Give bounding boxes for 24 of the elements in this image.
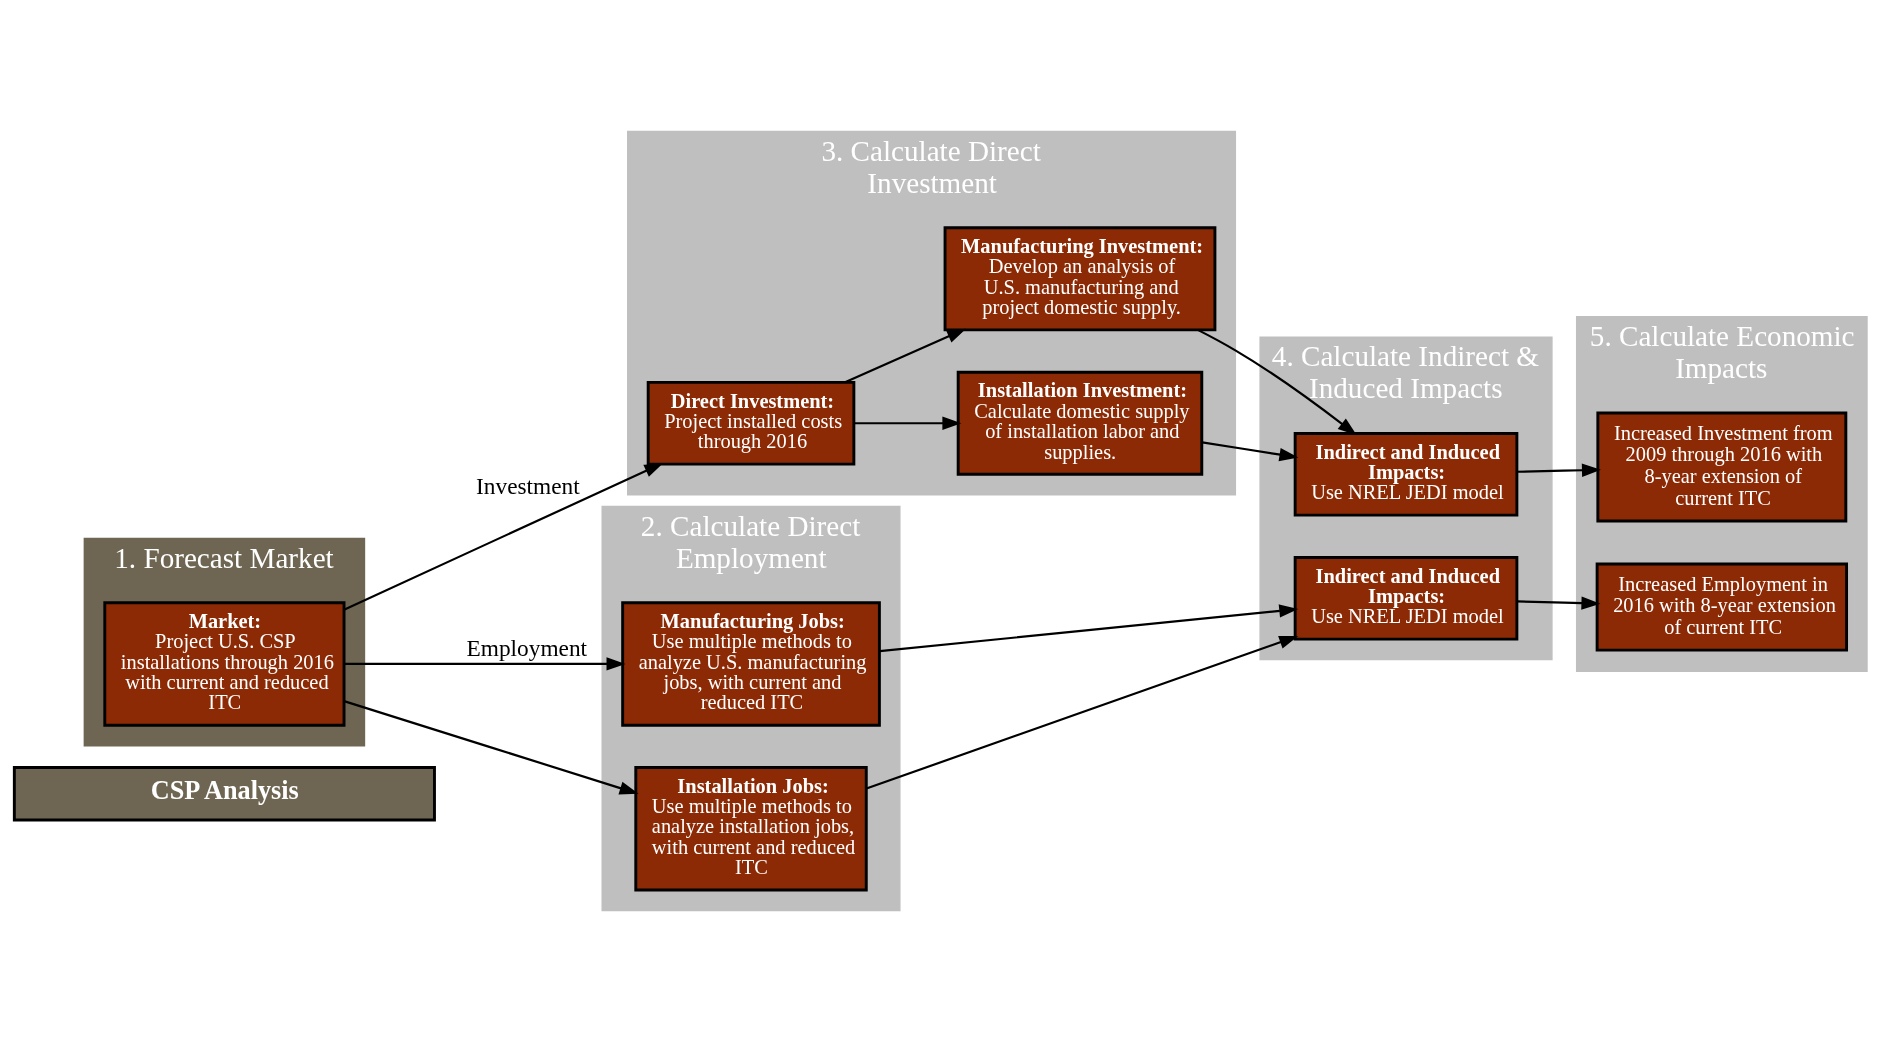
node-box: Manufacturing Investment: Develop an analysis of U.S. manufacturing and project domestic supply.	[943, 225, 1217, 331]
arrow	[1516, 596, 1601, 610]
node-box: Market: Project U.S. CSP installations through 2016 with current and reduced ITC	[103, 600, 346, 727]
arrow	[1202, 440, 1299, 461]
node-box: Manufacturing Jobs: Use multiple methods to analyze U.S. manufacturing jobs, with current and reduced ITC	[621, 600, 881, 727]
node-box: CSP Analysis	[12, 765, 436, 821]
edge-label: Investment	[476, 472, 580, 499]
node-box: Installation Jobs: Use multiple methods to analyze installation jobs, with current and reduced ITC	[634, 765, 868, 892]
arrow	[1197, 328, 1357, 435]
arrow	[1516, 463, 1601, 477]
node-box: Direct Investment: Project installed costs through 2016	[646, 380, 856, 466]
node-box: Indirect and Induced Impacts: Use NREL JEDI model	[1293, 555, 1519, 641]
edge-label: Employment	[466, 634, 588, 661]
node-box: Increased Investment from 2009 through 2016 with 8-year extension of current ITC	[1596, 411, 1848, 522]
arrow	[343, 699, 639, 794]
arrow	[866, 635, 1299, 790]
arrow	[844, 328, 967, 383]
node-box: Indirect and Induced Impacts: Use NREL JEDI model	[1293, 431, 1519, 517]
node-box: Installation Investment: Calculate domestic supply of installation labor and supplies.	[956, 370, 1204, 476]
arrow	[343, 462, 664, 611]
node-box: Increased Employment in 2016 with 8-year extension of current ITC	[1595, 562, 1849, 652]
arrow	[344, 656, 626, 671]
arrow	[879, 603, 1299, 652]
arrow	[854, 416, 962, 430]
